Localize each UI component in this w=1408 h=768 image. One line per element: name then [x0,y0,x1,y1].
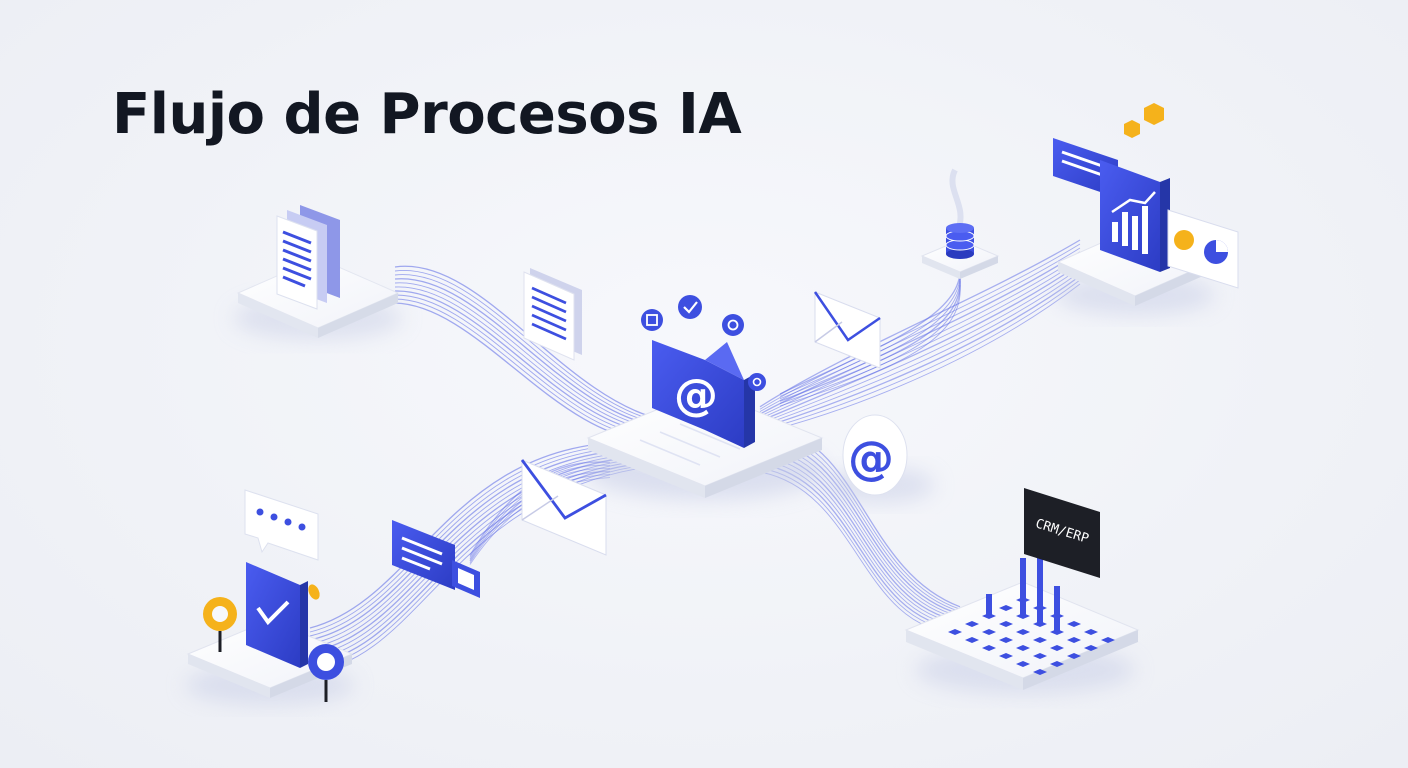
flow-line [759,283,1081,434]
flow-line [779,284,961,407]
chart-bar [1054,586,1060,616]
database-node [920,168,1000,279]
document-icon [523,268,582,361]
grid-tile [1084,645,1098,651]
grid-tile [982,645,996,651]
grid-tile [1050,661,1064,667]
flow-line [309,448,641,641]
flow-line [309,446,641,637]
hexagon-icon [1124,103,1164,138]
flow-line [309,441,641,629]
envelope-icon [813,291,881,369]
database-icon [945,223,975,259]
chart-bar [1054,614,1060,632]
grid-tile [948,629,962,635]
spark-icon [308,584,320,600]
flow-line [394,278,661,428]
flow-line [394,265,661,420]
grid-tile [965,637,979,643]
analytics-node [1053,103,1239,315]
grid-tile [1067,621,1081,627]
at-sign-icon: @ [848,431,894,485]
analytics-board-icon [1100,160,1170,272]
grid-tile [1033,669,1047,675]
flow-line [779,276,961,402]
grid-tile [1033,653,1047,659]
flow-line [394,282,661,430]
grid-tile [1016,645,1030,651]
document-icon [276,205,340,310]
bar-chart-icon [948,544,1115,675]
flow-line [759,239,1081,408]
mobile-node [185,489,355,705]
search-icon [308,644,344,702]
grid-tile [999,621,1013,627]
flow-line [759,259,1081,420]
grid-tile [1016,629,1030,635]
grid-tile [999,653,1013,659]
flow-line [779,280,961,405]
grid-tile [1050,645,1064,651]
flow-line [394,286,661,432]
grid-tile [1084,629,1098,635]
flow-line [759,275,1081,430]
message-card-icon [392,520,480,598]
flow-line [309,443,641,633]
flow-line [759,255,1081,417]
flow-line [779,264,961,395]
envelope-icon [520,459,607,556]
flow-line [779,268,961,397]
grid-tile [1067,653,1081,659]
flow-line [394,270,661,423]
chart-bar [1020,566,1026,616]
location-pin-icon [203,597,237,652]
status-icon [641,295,766,391]
email-folder-icon: @ [652,340,755,448]
flow-line [394,274,661,425]
flow-line [759,243,1081,410]
page-title: Flujo de Procesos IA [112,82,742,147]
grid-tile [965,621,979,627]
grid-tile [1067,637,1081,643]
crm-label: CRM/ERP [1024,488,1100,578]
flow-line [759,271,1081,427]
grid-tile [1101,637,1115,643]
documents-node [233,205,403,340]
grid-tile [999,605,1013,611]
chart-card-icon [1167,209,1239,289]
chart-bar [986,594,992,616]
flow-line [779,272,961,400]
flow-line [759,267,1081,425]
grid-tile [1016,661,1030,667]
crm-node: CRM/ERP [904,488,1140,694]
chat-bubble-icon [244,489,319,561]
central-hub: @ [585,295,825,500]
at-sign-icon: @ [674,370,718,421]
flow-line [759,279,1081,432]
grid-tile [982,629,996,635]
grid-tile [999,637,1013,643]
grid-tile [1033,637,1047,643]
email-badge: @ [825,414,935,503]
chart-bar [1037,544,1043,608]
phone-check-icon [246,562,308,668]
chart-bar [1037,598,1043,624]
flow-line [759,263,1081,422]
